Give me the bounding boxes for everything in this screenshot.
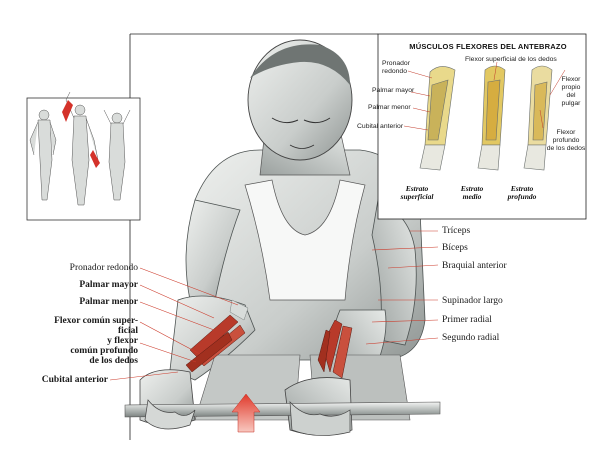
- overview-inset: [26, 91, 141, 221]
- barbell: [124, 401, 441, 418]
- right-forearm-muscles: [317, 319, 353, 379]
- inset-title: MÚSCULOS FLEXORES DEL ANTEBRAZO: [409, 42, 567, 51]
- inset-label-flexor-superficial: Flexor superficial de los dedos: [465, 56, 557, 63]
- inset-label-palmar-menor: Palmar menor: [368, 104, 411, 111]
- left-forearm-muscles: [185, 299, 249, 373]
- caption-profundo: Estrato profundo: [507, 184, 537, 201]
- athlete-figure: [124, 39, 441, 436]
- label-cubital-anterior: Cubital anterior: [41, 375, 108, 385]
- inset-label-palmar-mayor: Palmar mayor: [372, 87, 415, 94]
- label-segundo-radial: Segundo radial: [442, 333, 500, 343]
- label-palmar-mayor: Palmar mayor: [79, 280, 138, 290]
- inset-label-flexor-profundo: Flexor profundo de los dedos: [546, 129, 586, 152]
- label-flexor-comun: Flexor común super- ficial y flexor comú…: [54, 316, 138, 366]
- caption-superficial: Estrato superficial: [400, 184, 434, 201]
- label-triceps: Tríceps: [442, 226, 471, 236]
- inset-label-flexor-pulgar: Flexor propio del pulgar: [561, 76, 581, 107]
- leader-lines: [109, 230, 439, 381]
- label-braquial-anterior: Braquial anterior: [442, 261, 507, 271]
- label-primer-radial: Primer radial: [442, 315, 492, 325]
- label-biceps: Bíceps: [442, 243, 468, 253]
- label-palmar-menor: Palmar menor: [79, 297, 138, 307]
- upward-arrow-icon: [231, 393, 261, 433]
- inset-label-pronador: Pronador redondo: [382, 60, 410, 75]
- inset-label-cubital: Cubital anterior: [357, 123, 404, 130]
- flexor-detail-inset: [377, 33, 587, 220]
- caption-medio: Estrato medio: [460, 184, 484, 201]
- label-pronador-redondo: Pronador redondo: [69, 263, 138, 273]
- label-supinador-largo: Supinador largo: [442, 296, 503, 306]
